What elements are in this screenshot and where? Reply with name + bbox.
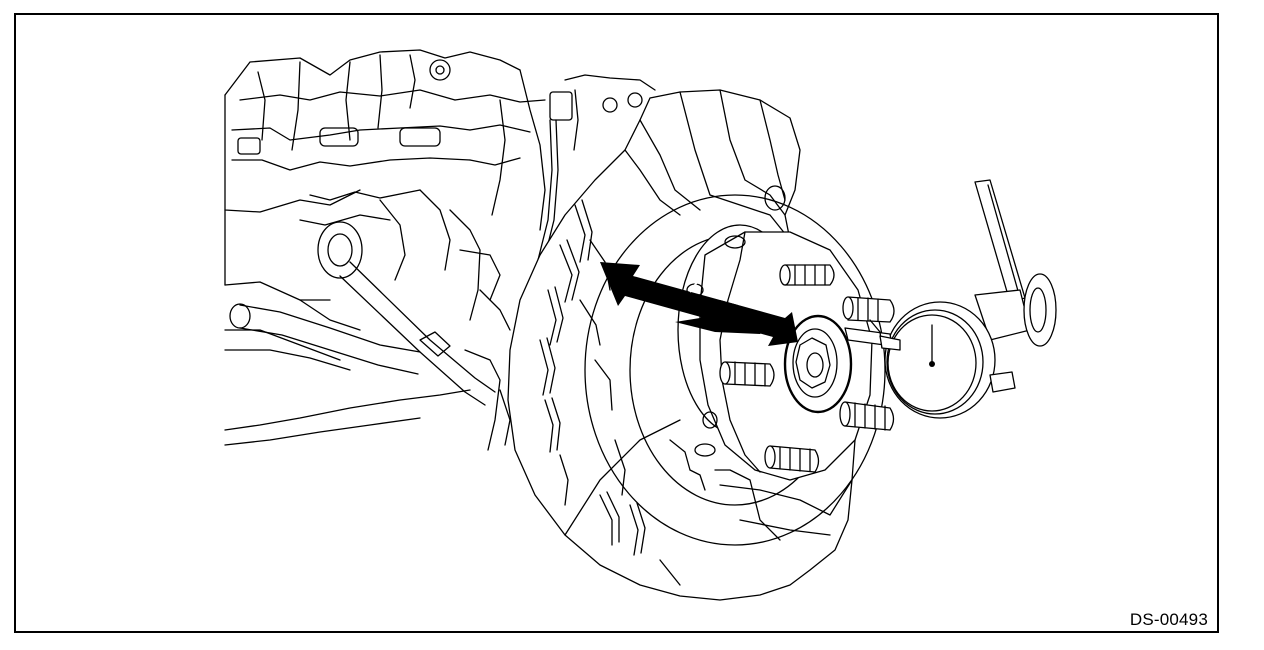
wheel-stud [719,361,775,387]
wheel-stud [779,264,835,286]
wheel-studs [719,264,895,473]
measurement-ring [783,314,853,414]
wheel-stud [839,401,895,431]
wheel-stud [764,445,820,473]
suspension-assembly [224,49,656,451]
hub-center-nut [783,314,853,414]
dial-gauge [844,179,1057,419]
figure-code: DS-00493 [1129,610,1208,629]
wheel-stud [842,296,895,323]
runout-direction-arrow [600,262,798,346]
